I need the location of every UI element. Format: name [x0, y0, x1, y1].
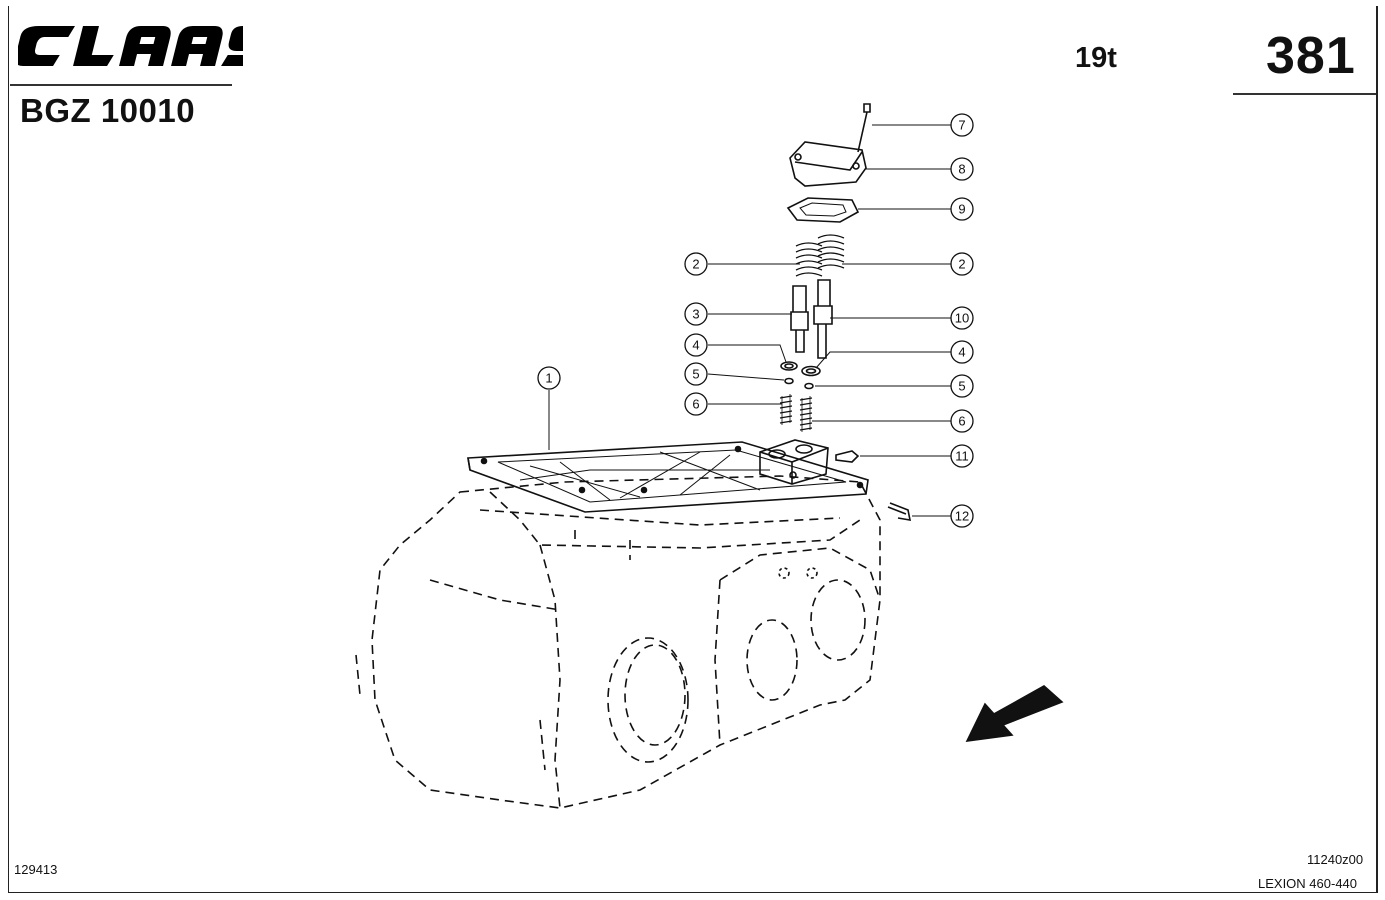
seal-rings: [780, 361, 821, 377]
callout-2-left: [684, 252, 708, 276]
callout-label: 4: [958, 345, 965, 360]
callout-3: [684, 302, 708, 326]
callout-label: 1: [545, 371, 552, 386]
callout-5-left: [684, 362, 708, 386]
weight-class: 19t: [1075, 42, 1117, 74]
callout-label: 2: [692, 257, 699, 272]
screw-7: [857, 103, 871, 153]
page-frame-right: [1376, 6, 1378, 893]
callout-8: [950, 157, 974, 181]
page-frame: [8, 6, 1378, 893]
leader-lines: [548, 124, 951, 517]
direction-arrow: [965, 685, 1064, 742]
callout-label: 4: [692, 338, 699, 353]
callout-6-left: [684, 392, 708, 416]
callout-label: 5: [958, 379, 965, 394]
claas-logo: [18, 26, 243, 66]
callout-12: [950, 504, 974, 528]
callout-label: 7: [958, 118, 965, 133]
header-rule-right: [1233, 93, 1376, 95]
callout-11: [950, 444, 974, 468]
callout-label: 5: [692, 367, 699, 382]
upper-springs: [795, 234, 845, 277]
callout-label: 11: [955, 449, 969, 464]
model-name: LEXION 460-440: [1258, 876, 1358, 891]
o-ring-right: [804, 382, 814, 390]
gearbox-housing: [355, 475, 881, 809]
callout-5-right: [950, 374, 974, 398]
callout-bubbles: [537, 113, 974, 528]
valve-cover: [789, 141, 867, 187]
callout-9: [950, 197, 974, 221]
callout-labels: 7 8 9 2 2 3 10 4 4 5 5 1 6 6 11 12: [545, 118, 969, 524]
valve-block: [759, 439, 829, 485]
revision-code: 11240z00: [1307, 852, 1364, 867]
callout-label: 3: [692, 307, 699, 322]
page-number: 381: [1266, 27, 1356, 85]
callout-4-left: [684, 333, 708, 357]
callout-1: [537, 366, 561, 390]
callout-label: 8: [958, 162, 965, 177]
gasket: [786, 197, 860, 223]
callout-label: 12: [955, 509, 969, 524]
header-rule-left: [10, 84, 232, 86]
callout-7: [950, 113, 974, 137]
union-fitting: [835, 450, 860, 463]
callout-label: 6: [692, 397, 699, 412]
callout-label: 6: [958, 414, 965, 429]
lower-springs: [779, 394, 813, 432]
callout-label: 10: [955, 311, 969, 326]
o-ring-left: [784, 377, 794, 385]
pistons: [790, 279, 833, 359]
assembly-code: BGZ 10010: [20, 92, 196, 129]
cover-plate: [467, 441, 869, 513]
callout-6-right: [950, 409, 974, 433]
callout-label: 2: [958, 257, 965, 272]
callout-2-right: [950, 252, 974, 276]
drawing-number: 129413: [14, 862, 58, 877]
callout-4-right: [950, 340, 974, 364]
bolt-12: [887, 502, 912, 521]
callout-label: 9: [958, 202, 965, 217]
callout-10: [950, 306, 974, 330]
